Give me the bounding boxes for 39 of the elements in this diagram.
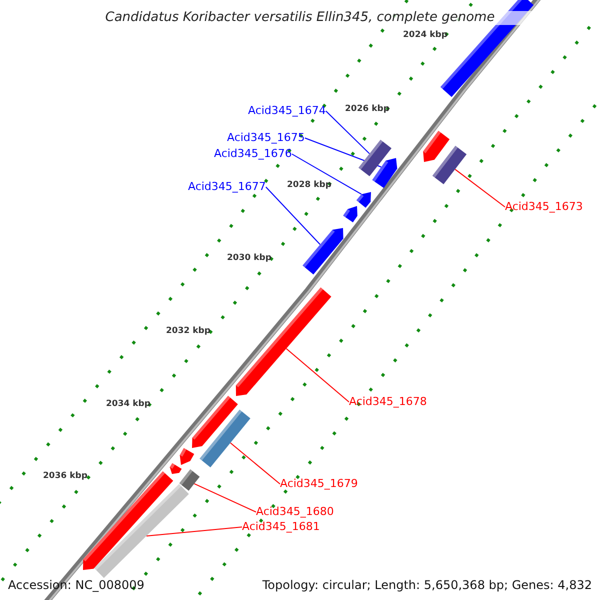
tick-label: 2034 kbp (106, 398, 150, 411)
gene-label: Acid345_1679 (280, 477, 358, 490)
gene-label: Acid345_1675 (227, 131, 305, 144)
gene-block (356, 192, 371, 208)
gene-bar (358, 140, 392, 176)
leader-line (325, 110, 370, 154)
genome-summary-note: Topology: circular; Length: 5,650,368 bp; Genes: 4,832 (262, 578, 592, 592)
leader-line (265, 186, 321, 245)
leader-line (291, 154, 362, 195)
gene-label: Acid345_1676 (214, 147, 292, 160)
tick-label: 2026 kbp (345, 103, 390, 116)
tick-label: 2030 kbp (227, 252, 272, 265)
gene-block (236, 287, 332, 396)
gene-block (423, 130, 450, 162)
leader-line (230, 442, 280, 484)
gene-label: Acid345_1673 (505, 200, 583, 213)
leader-line (454, 168, 506, 208)
gene-label: Acid345_1681 (242, 520, 320, 533)
gene-block (302, 228, 344, 274)
gene-label: Acid345_1674 (248, 104, 326, 117)
gene-block (192, 396, 238, 448)
tick-label: 2024 kbp (403, 29, 448, 42)
gene-block (170, 463, 182, 474)
gene-bar (179, 469, 200, 491)
tick-label: 2032 kbp (166, 325, 210, 338)
gene-bar (200, 410, 250, 468)
gene-block (372, 158, 398, 188)
leader-line (146, 526, 242, 536)
leader-line (286, 348, 350, 402)
gene-label: Acid345_1678 (349, 395, 427, 408)
leader-line (194, 483, 256, 512)
gene-bar (432, 146, 467, 184)
gene-block (343, 206, 358, 222)
gene-label: Acid345_1680 (256, 505, 334, 518)
gene-block (180, 448, 194, 465)
tick-label: 2036 kbp (43, 470, 88, 483)
gene-label: Acid345_1677 (188, 180, 266, 193)
gene-bar (94, 484, 189, 578)
tick-label: 2028 kbp (287, 179, 332, 192)
